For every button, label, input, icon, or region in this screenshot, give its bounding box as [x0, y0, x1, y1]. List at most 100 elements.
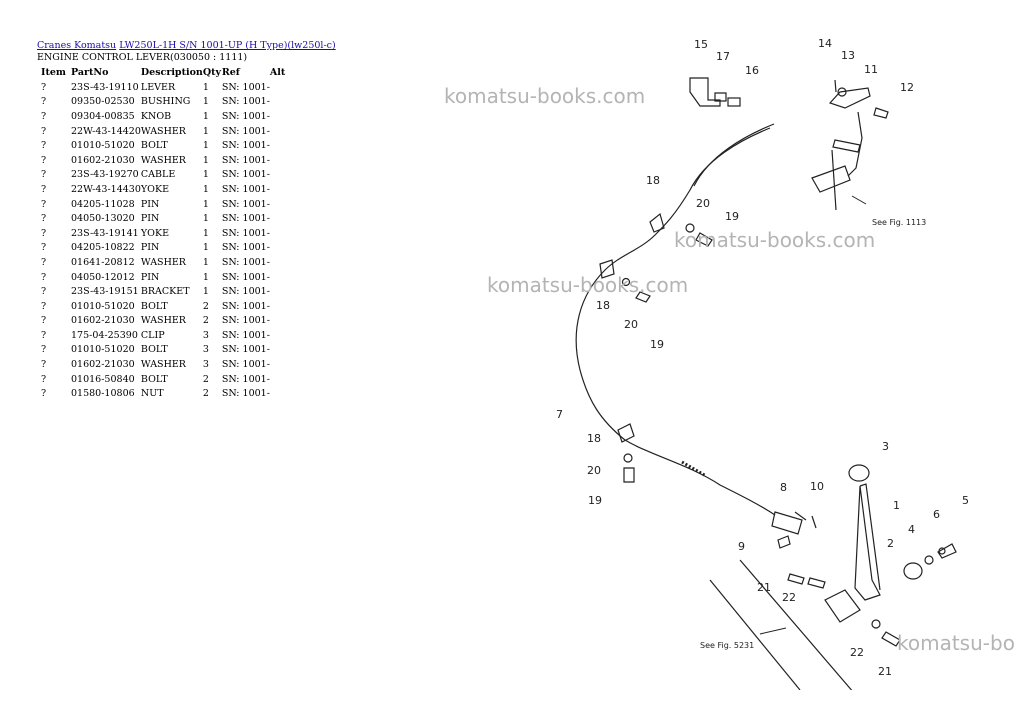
row-alt: [270, 95, 290, 110]
row-ref: SN: 1001-: [221, 227, 270, 239]
row-description: PIN: [140, 271, 160, 283]
row-alt: [270, 255, 290, 270]
row-alt: [270, 138, 290, 153]
row-ref: SN: 1001-: [221, 300, 270, 312]
row-partno: 09350-02530: [71, 96, 135, 108]
callout-22b: 22: [850, 646, 864, 659]
row-ref: SN: 1001-: [221, 110, 270, 122]
row-description: PIN: [140, 198, 160, 210]
row-description: WASHER: [140, 315, 186, 327]
parts-table: Item PartNo Description Qty Ref Alt ?23S…: [37, 65, 290, 401]
row-item: ?: [41, 125, 47, 137]
header-item: Item: [41, 67, 66, 78]
callout-19: 19: [725, 210, 739, 223]
callout-4: 4: [908, 523, 915, 536]
row-item: ?: [41, 169, 47, 181]
row-ref: SN: 1001-: [221, 213, 270, 225]
row-description: KNOB: [140, 110, 172, 122]
header-description: Description: [140, 67, 203, 78]
row-qty: 1: [202, 242, 209, 254]
page-subtitle: ENGINE CONTROL LEVER(030050 : 1111): [37, 52, 248, 63]
row-ref: SN: 1001-: [221, 140, 270, 152]
callout-16: 16: [745, 64, 759, 77]
row-partno: 04050-12012: [71, 271, 135, 283]
row-ref: SN: 1001-: [221, 315, 270, 327]
row-item: ?: [41, 329, 47, 341]
row-alt: [270, 226, 290, 241]
watermark: komatsu-bo: [897, 631, 1015, 655]
row-partno: 09304-00835: [71, 110, 135, 122]
row-description: PIN: [140, 213, 160, 225]
row-description: WASHER: [140, 256, 186, 268]
row-alt: [270, 328, 290, 343]
callout-18: 18: [646, 174, 660, 187]
row-ref: SN: 1001-: [221, 183, 270, 195]
row-description: BUSHING: [140, 96, 191, 108]
callout-11: 11: [864, 63, 878, 76]
row-description: YOKE: [140, 227, 169, 239]
callout-2: 2: [887, 537, 894, 550]
callout-22: 22: [782, 591, 796, 604]
row-item: ?: [41, 286, 47, 298]
row-partno: 04205-10822: [71, 242, 135, 254]
row-alt: [270, 299, 290, 314]
row-alt: [270, 109, 290, 124]
row-ref: SN: 1001-: [221, 125, 270, 137]
row-qty: 3: [202, 359, 209, 371]
watermark: komatsu-books.com: [487, 273, 689, 297]
row-description: CLIP: [140, 329, 165, 341]
row-description: BOLT: [140, 373, 168, 385]
header-alt: Alt: [269, 67, 286, 78]
row-alt: [270, 343, 290, 358]
callout-21: 21: [757, 581, 771, 594]
breadcrumb-link-model[interactable]: LW250L-1H S/N 1001-UP (H Type)(lw250l-c): [119, 40, 336, 51]
row-partno: 04205-11028: [71, 198, 135, 210]
row-qty: 1: [202, 81, 209, 93]
row-description: BOLT: [140, 300, 168, 312]
row-item: ?: [41, 154, 47, 166]
row-partno: 23S-43-19151: [71, 286, 139, 298]
callout-17: 17: [716, 50, 730, 63]
callout-20: 20: [696, 197, 710, 210]
row-partno: 01016-50840: [71, 373, 135, 385]
see-fig-5231: See Fig. 5231: [700, 641, 754, 650]
callout-7: 7: [556, 408, 563, 421]
callout-9: 9: [738, 540, 745, 553]
breadcrumb-link-cranes[interactable]: Cranes Komatsu: [37, 40, 117, 51]
row-ref: SN: 1001-: [221, 81, 270, 93]
callout-10: 10: [810, 480, 824, 493]
row-qty: 3: [202, 344, 209, 356]
row-alt: [270, 168, 290, 183]
row-description: CABLE: [140, 169, 176, 181]
row-item: ?: [41, 271, 47, 283]
row-qty: 1: [202, 286, 209, 298]
watermark: komatsu-books.com: [444, 84, 646, 108]
row-alt: [270, 153, 290, 168]
row-qty: 1: [202, 271, 209, 283]
row-qty: 1: [202, 227, 209, 239]
row-item: ?: [41, 256, 47, 268]
row-alt: [270, 197, 290, 212]
row-description: BOLT: [140, 344, 168, 356]
callout-1: 1: [893, 499, 900, 512]
row-ref: SN: 1001-: [221, 373, 270, 385]
row-partno: 175-04-25390: [71, 329, 138, 341]
callout-3: 3: [882, 440, 889, 453]
row-item: ?: [41, 388, 47, 400]
row-partno: 01580-10806: [71, 388, 135, 400]
row-partno: 01010-51020: [71, 344, 135, 356]
row-partno: 22W-43-14420: [71, 125, 141, 137]
row-item: ?: [41, 344, 47, 356]
row-description: PIN: [140, 242, 160, 254]
